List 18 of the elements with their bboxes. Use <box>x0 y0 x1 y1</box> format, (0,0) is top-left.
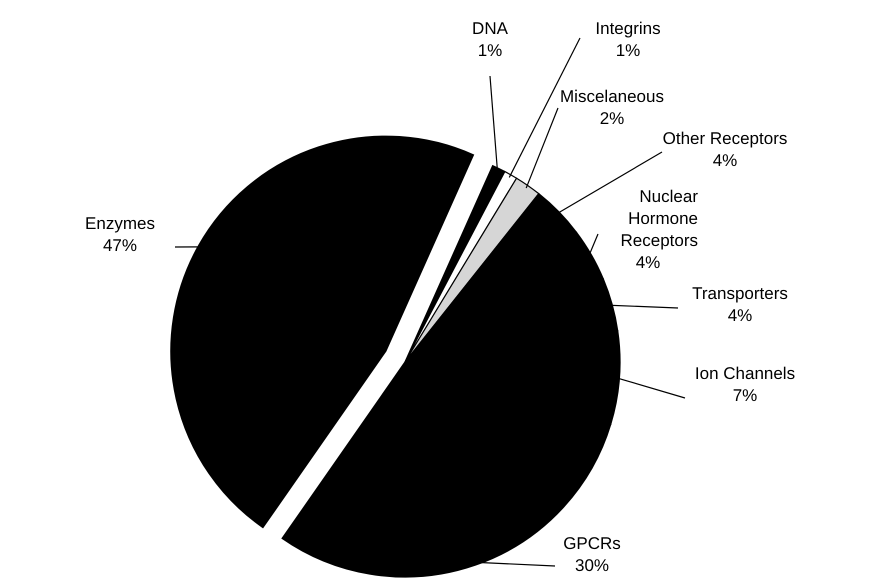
category-label: Nuclear Hormone Receptors <box>620 186 698 252</box>
category-label: GPCRs <box>563 533 621 555</box>
value-label: 4% <box>712 150 738 172</box>
value-label: 2% <box>598 108 626 130</box>
category-label: Integrins <box>595 18 661 40</box>
value-label: 1% <box>614 40 642 62</box>
value-label: 30% <box>574 555 610 577</box>
value-label: 47% <box>102 235 138 257</box>
value-label: 4% <box>726 305 754 327</box>
value-label: 4% <box>634 252 662 274</box>
category-label: Enzymes <box>85 213 155 235</box>
value-label: 7% <box>732 385 758 407</box>
category-label: Miscelaneous <box>560 86 664 108</box>
value-label: 1% <box>476 40 504 62</box>
category-label: Ion Channels <box>694 363 796 385</box>
category-label: Other Receptors <box>662 128 788 150</box>
category-label: Transporters <box>692 283 788 305</box>
category-label: DNA <box>472 18 508 40</box>
